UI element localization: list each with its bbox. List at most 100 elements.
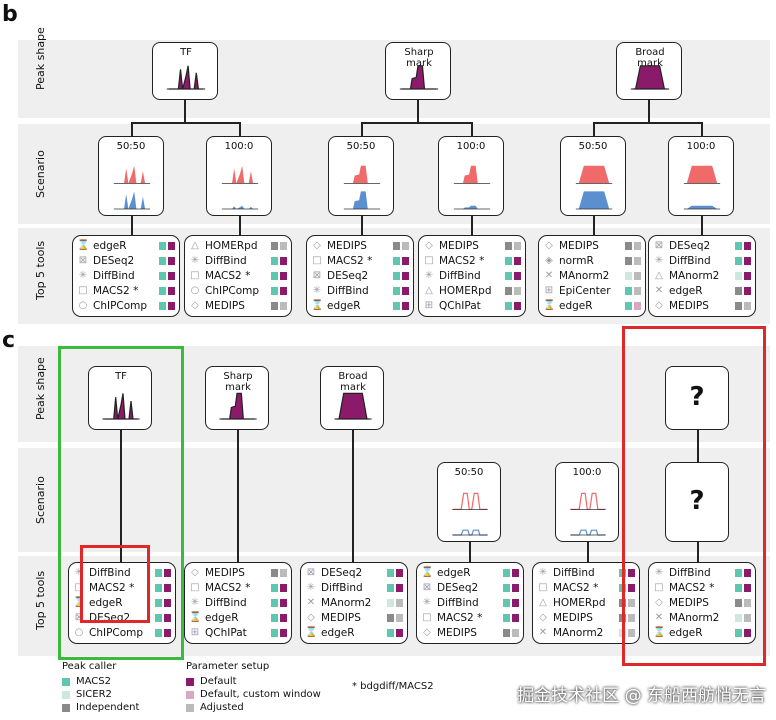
c-tools-box-5-row: ◇MEDIPS xyxy=(653,595,751,610)
c-scenario-box-1: 100:0 xyxy=(555,462,619,542)
square-icon: □ xyxy=(422,612,432,623)
b-tree-stem-0 xyxy=(184,100,186,122)
tool-name: DESeq2 xyxy=(437,581,479,594)
hourglass-icon: ⌛ xyxy=(305,627,318,638)
b-tree-left-leg-0 xyxy=(131,122,133,136)
parameter-swatch xyxy=(744,583,751,592)
parameter-swatch xyxy=(634,256,641,265)
parameter-swatch xyxy=(744,286,751,295)
c-peak-shape-box-0: TF xyxy=(88,366,152,430)
legend-swatch xyxy=(186,690,194,699)
b-scenario-connector-5 xyxy=(701,216,703,235)
b-scenario-box-0: 50:50 xyxy=(98,136,164,216)
legend-swatch xyxy=(186,703,194,712)
b-scenario-label: Scenario xyxy=(34,150,47,198)
parameter-swatch xyxy=(396,583,403,592)
tool-name: DiffBind xyxy=(669,566,711,579)
tool-name: edgeR xyxy=(321,626,355,639)
c-tools-box-2: ⊠DESeq2✳DiffBind✕MAnorm2◇MEDIPS⌛edgeR xyxy=(300,562,408,644)
tool-name: MAnorm2 xyxy=(669,269,720,282)
peak-caller-swatch xyxy=(155,598,162,607)
asterisk-icon: ✳ xyxy=(538,567,548,578)
b-scenario-box-2-condition-b-peaks xyxy=(343,191,381,209)
legend-footnote: * bdgdiff/MACS2 xyxy=(352,681,434,692)
parameter-swatch xyxy=(164,598,171,607)
c-connector-unknown-top xyxy=(697,430,699,462)
b-peak-shape-box-2-peak-glyph xyxy=(632,65,668,90)
legend-param-title: Parameter setup xyxy=(186,661,270,672)
peak-caller-swatch xyxy=(271,256,278,265)
peak-caller-swatch xyxy=(155,568,162,577)
legend-peak-caller-item: MACS2 xyxy=(62,675,139,688)
peak-caller-swatch xyxy=(271,613,278,622)
parameter-swatch xyxy=(634,241,641,250)
b-tree-right-leg-0 xyxy=(239,122,241,136)
c-scenario-connector-1 xyxy=(587,542,589,562)
asterisk-icon: ✳ xyxy=(312,285,322,296)
b-peak-shape-box-1: Sharp mark xyxy=(385,42,451,100)
b-tools-box-5-row: ⊠DESeq2 xyxy=(653,238,751,253)
peak-caller-swatch xyxy=(735,613,742,622)
b-scenario-connector-0 xyxy=(131,216,133,235)
b-peak-shape-box-0-label: TF xyxy=(180,47,192,58)
hourglass-icon: ⌛ xyxy=(421,567,434,578)
b-peak-shape-box-1-label: Sharp mark xyxy=(404,47,434,69)
b-tools-box-3-row: ◇MEDIPS xyxy=(423,238,521,253)
parameter-swatch xyxy=(744,256,751,265)
peak-caller-swatch xyxy=(735,628,742,637)
parameter-swatch xyxy=(402,301,409,310)
tool-name: MACS2 * xyxy=(93,284,139,297)
parameter-swatch xyxy=(744,598,751,607)
peak-caller-swatch xyxy=(625,256,632,265)
watermark: 掘金技术社区 @ 东船西舫悄无言 xyxy=(517,686,766,706)
parameter-swatch xyxy=(280,271,287,280)
peak-caller-swatch xyxy=(387,583,394,592)
tool-name: MACS2 * xyxy=(437,611,483,624)
b-scenario-box-0-condition-a-peaks xyxy=(113,165,151,184)
legend-param-item: Default xyxy=(186,675,321,688)
boxed-x-icon: ⊠ xyxy=(74,612,84,623)
tool-name: DESeq2 xyxy=(669,239,711,252)
b-tools-box-0-row: ⊠DESeq2 xyxy=(77,253,175,268)
tool-name: DiffBind xyxy=(439,269,481,282)
parameter-swatch xyxy=(280,286,287,295)
parameter-swatch xyxy=(628,628,635,637)
b-scenario-box-3: 100:0 xyxy=(438,136,504,216)
tool-name: edgeR xyxy=(205,611,239,624)
c-scenario-box-0-condition-a-peaks xyxy=(452,492,488,510)
parameter-swatch xyxy=(280,241,287,250)
b-tools-box-1-row: ○ChIPComp xyxy=(189,283,287,298)
asterisk-icon: ✳ xyxy=(306,582,316,593)
panel-c-letter: c xyxy=(2,328,16,353)
peak-caller-swatch xyxy=(271,598,278,607)
b-scenario-box-5-condition-a-peaks xyxy=(683,165,721,184)
b-tools-box-2-row: ⌛edgeR xyxy=(311,298,409,313)
peak-caller-swatch xyxy=(387,628,394,637)
square-icon: □ xyxy=(538,582,548,593)
c-tools-box-5-row: ✕MAnorm2 xyxy=(653,610,751,625)
b-scenario-box-4-condition-a-peaks xyxy=(575,165,613,184)
c-tools-box-0-row: ✳DiffBind xyxy=(73,565,171,580)
b-tools-box-4-row: ⌛edgeR xyxy=(543,298,641,313)
parameter-swatch xyxy=(280,613,287,622)
b-peak-shape-box-0-peak-glyph xyxy=(168,65,204,90)
peak-caller-swatch xyxy=(735,271,742,280)
c-tools-box-2-row: ⌛edgeR xyxy=(305,625,403,640)
b-tree-right-leg-1 xyxy=(471,122,473,136)
b-tools-box-5-row: ◇MEDIPS xyxy=(653,298,751,313)
b-tools-box-4-row: ◈normR xyxy=(543,253,641,268)
tool-name: MACS2 * xyxy=(439,254,485,267)
red-highlight-small xyxy=(80,545,150,623)
b-scenario-box-3-label: 100:0 xyxy=(456,141,486,152)
c-peak-shape-box-2-label: Broad mark xyxy=(338,371,368,393)
legend-peak-caller-item: Independent xyxy=(62,701,139,714)
peak-caller-swatch xyxy=(625,301,632,310)
parameter-swatch xyxy=(514,256,521,265)
b-scenario-box-4-label: 50:50 xyxy=(578,141,608,152)
tool-name: DiffBind xyxy=(89,566,131,579)
b-scenario-box-0-label: 50:50 xyxy=(116,141,146,152)
b-tools-box-2-row: ◇MEDIPS xyxy=(311,238,409,253)
b-tools-box-0-row: ✳DiffBind xyxy=(77,268,175,283)
square-icon: □ xyxy=(654,582,664,593)
peak-caller-swatch xyxy=(393,256,400,265)
